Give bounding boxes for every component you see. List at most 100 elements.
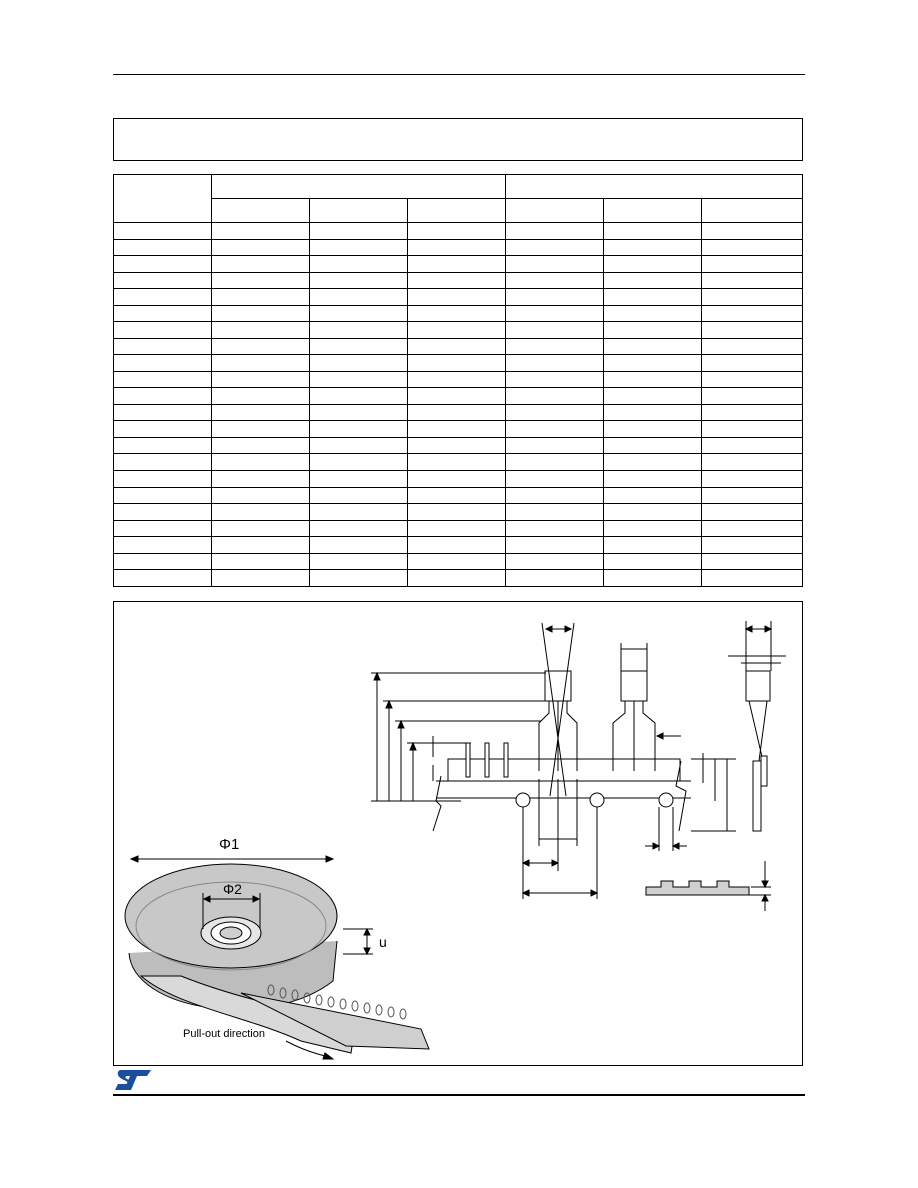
table-row	[113, 403, 804, 422]
table-cell	[701, 321, 804, 339]
table-cell	[309, 337, 408, 356]
table-cell	[406, 469, 507, 488]
tape-and-reel-figure: Φ1 Φ2	[113, 601, 803, 1066]
table-row	[113, 552, 804, 571]
table-cell	[211, 469, 310, 488]
table-cell	[505, 569, 605, 587]
table-cell	[701, 403, 804, 422]
table-cell	[701, 304, 804, 323]
table-cell	[701, 354, 804, 372]
table-cell	[309, 552, 408, 571]
table-cell	[406, 536, 507, 554]
table-cell	[113, 387, 212, 405]
table-cell	[113, 288, 212, 306]
reel-drawing: Φ1 Φ2	[124, 836, 430, 1060]
table-cell	[406, 337, 507, 356]
table-cell	[701, 255, 804, 273]
table-cell	[603, 238, 703, 257]
dimension-table-body	[113, 174, 804, 587]
table-cell	[211, 304, 310, 323]
table-cell	[406, 519, 507, 538]
table-cell	[603, 503, 703, 521]
table-cell	[113, 354, 212, 372]
table-cell	[113, 403, 212, 422]
table-cell	[211, 569, 310, 587]
table-cell	[406, 453, 507, 471]
table-cell	[701, 238, 804, 257]
table-cell	[603, 519, 703, 538]
table-row	[113, 486, 804, 505]
table-cell	[701, 222, 804, 240]
table-row	[113, 304, 804, 323]
table-cell	[603, 304, 703, 323]
table-row	[113, 337, 804, 356]
table-cell	[701, 387, 804, 405]
table-cell	[211, 337, 310, 356]
table-cell	[309, 370, 408, 389]
table-cell	[309, 569, 408, 587]
table-row	[113, 436, 804, 455]
table-cell	[603, 288, 703, 306]
table-cell	[701, 288, 804, 306]
table-cell	[211, 486, 310, 505]
table-cell	[406, 238, 507, 257]
table-header-cell	[113, 174, 212, 223]
table-cell	[211, 552, 310, 571]
table-cell	[603, 255, 703, 273]
table-cell	[603, 536, 703, 554]
table-cell	[406, 420, 507, 438]
table-cell	[113, 569, 212, 587]
table-cell	[603, 552, 703, 571]
table-row	[113, 536, 804, 554]
table-cell	[701, 486, 804, 505]
tape-and-reel-drawing: Φ1 Φ2	[124, 621, 786, 1060]
table-cell	[603, 370, 703, 389]
table-cell	[406, 222, 507, 240]
table-row	[113, 271, 804, 290]
table-cell	[505, 519, 605, 538]
table-cell	[113, 370, 212, 389]
table-cell	[505, 552, 605, 571]
table-cell	[211, 403, 310, 422]
outer-diameter-label: Φ1	[219, 836, 239, 853]
table-cell	[309, 387, 408, 405]
table-cell	[211, 354, 310, 372]
table-cell	[309, 271, 408, 290]
table-cell	[211, 255, 310, 273]
table-header-cell	[701, 198, 804, 223]
table-cell	[603, 486, 703, 505]
table-cell	[309, 503, 408, 521]
table-cell	[211, 453, 310, 471]
table-cell	[211, 536, 310, 554]
table-cell	[309, 469, 408, 488]
table-header-cell	[406, 198, 507, 223]
tape-cross-section	[645, 861, 771, 911]
table-row	[113, 370, 804, 389]
table-cell	[505, 503, 605, 521]
table-cell	[701, 519, 804, 538]
st-logo-icon	[113, 1068, 153, 1097]
table-cell	[113, 486, 212, 505]
table-cell	[113, 519, 212, 538]
table-cell	[309, 222, 408, 240]
table-cell	[406, 486, 507, 505]
table-header-cell	[309, 198, 408, 223]
table-cell	[309, 403, 408, 422]
table-cell	[406, 569, 507, 587]
table-cell	[113, 469, 212, 488]
table-header-cell	[211, 198, 310, 223]
table-cell	[603, 453, 703, 471]
table-cell	[505, 255, 605, 273]
table-cell	[309, 519, 408, 538]
table-row	[113, 255, 804, 273]
table-cell	[505, 288, 605, 306]
table-cell	[406, 288, 507, 306]
table-cell	[211, 321, 310, 339]
table-cell	[406, 255, 507, 273]
table-cell	[603, 354, 703, 372]
table-cell	[603, 403, 703, 422]
table-cell	[211, 519, 310, 538]
table-row	[113, 469, 804, 488]
table-row	[113, 569, 804, 587]
table-cell	[603, 271, 703, 290]
